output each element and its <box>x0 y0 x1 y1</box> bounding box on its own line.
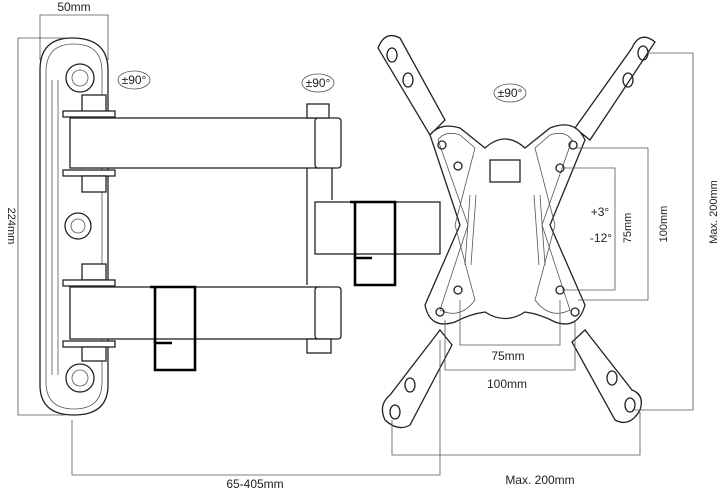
vesa-plate <box>377 34 656 429</box>
tilt-down-label: -12° <box>590 231 612 245</box>
rotation-arrow-icon <box>117 70 151 90</box>
vesa-horizontal-75-label: 75mm <box>491 349 524 363</box>
middle-arm <box>306 168 441 287</box>
extension-label: 65-405mm <box>226 477 283 491</box>
vesa-vertical-max-label: Max. 200mm <box>708 180 720 244</box>
plate-rotation-label: ±90° <box>498 86 523 100</box>
vesa-horizontal-max-label: Max. 200mm <box>505 473 574 487</box>
wall-plate-width-label: 50mm <box>57 0 90 14</box>
tilt-up-label: +3° <box>591 205 610 219</box>
vesa-vertical-100-label: 100mm <box>658 206 670 243</box>
rotation-arrow-icon <box>493 83 527 103</box>
rotation-arrow-icon <box>301 73 335 93</box>
lower-arm <box>62 263 342 372</box>
arm-pivot-rotation-label: ±90° <box>306 76 331 90</box>
wall-plate-height-label: 224mm <box>5 208 17 245</box>
dimension-lines <box>17 14 694 476</box>
upper-arm <box>62 94 342 193</box>
vesa-vertical-75-label: 75mm <box>622 213 634 244</box>
wall-pivot-rotation-label: ±90° <box>122 73 147 87</box>
vesa-horizontal-100-label: 100mm <box>487 377 527 391</box>
